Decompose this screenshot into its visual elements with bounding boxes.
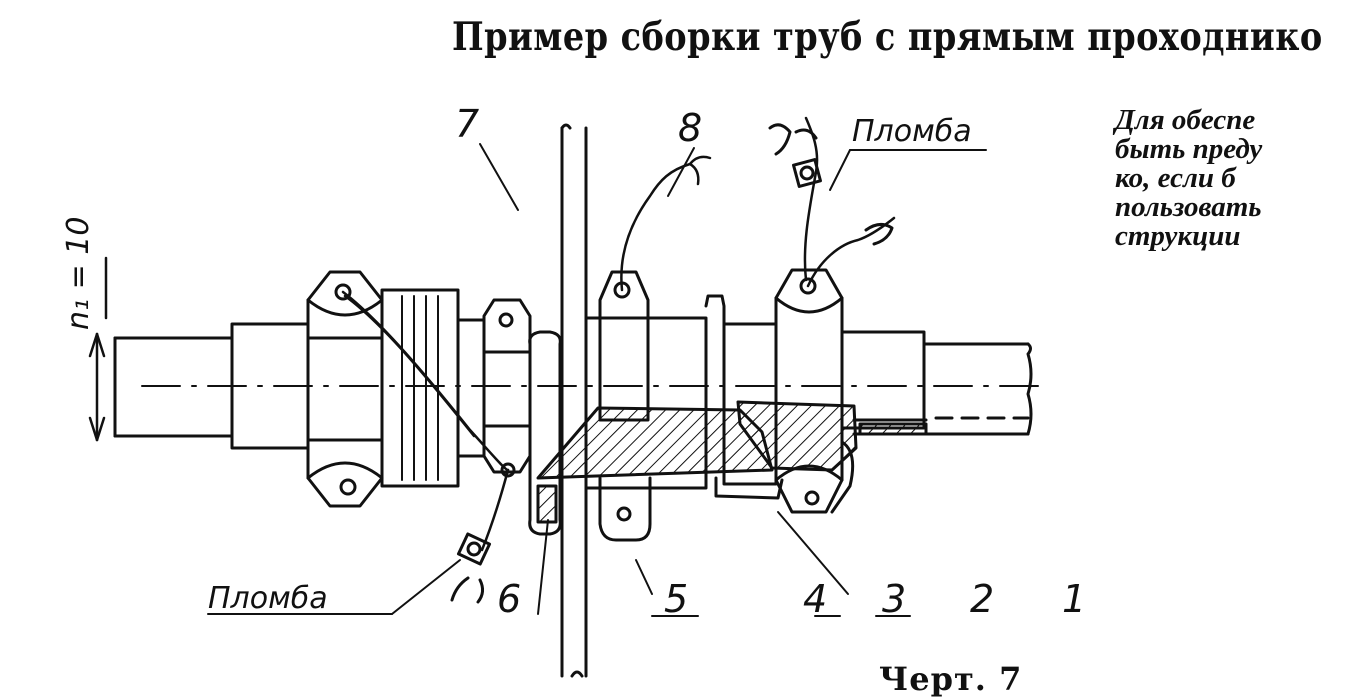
label-1: 1: [1062, 577, 1086, 621]
left-pipe: [113, 336, 234, 438]
right-union-nut: [774, 268, 855, 514]
lock-nut: [482, 298, 532, 478]
fitting-section: [536, 400, 928, 480]
label-3: 3: [882, 577, 906, 621]
seal-wire: [341, 116, 896, 552]
bulkhead-plate: [560, 123, 588, 678]
side-note-line: пользовать: [1115, 191, 1262, 223]
label-4: 4: [803, 577, 827, 621]
label-seal-top: Пломба: [852, 114, 972, 149]
left-union-nut: [306, 270, 384, 508]
label-seal-bottom: Пломба: [208, 581, 328, 616]
label-5: 5: [664, 577, 688, 621]
side-note-line: ко, если б: [1115, 162, 1236, 194]
label-2: 2: [970, 577, 994, 621]
side-note-line: Для обеспе: [1115, 104, 1256, 136]
leader-lines: [207, 143, 987, 617]
lower-lug: [598, 476, 652, 542]
side-note-line: быть преду: [1115, 133, 1263, 165]
label-6: 6: [497, 577, 521, 621]
side-note-line: струкции: [1115, 220, 1241, 252]
label-7: 7: [455, 102, 479, 146]
figure-caption: Черт. 7: [879, 660, 1023, 698]
dimension-arrow: [88, 256, 108, 442]
side-note-text: Для обеспе быть преду ко, если б пользов…: [1115, 106, 1262, 251]
seal-top: [768, 123, 894, 246]
threaded-body: [380, 288, 486, 488]
label-dimension: n₁ = 10: [61, 217, 96, 330]
seal-bottom: [450, 532, 492, 604]
label-8: 8: [678, 106, 702, 150]
right-pipe: [840, 330, 1033, 436]
washer: [528, 330, 562, 536]
page-title: Пример сборки труб с прямым проходнико: [452, 14, 1323, 60]
